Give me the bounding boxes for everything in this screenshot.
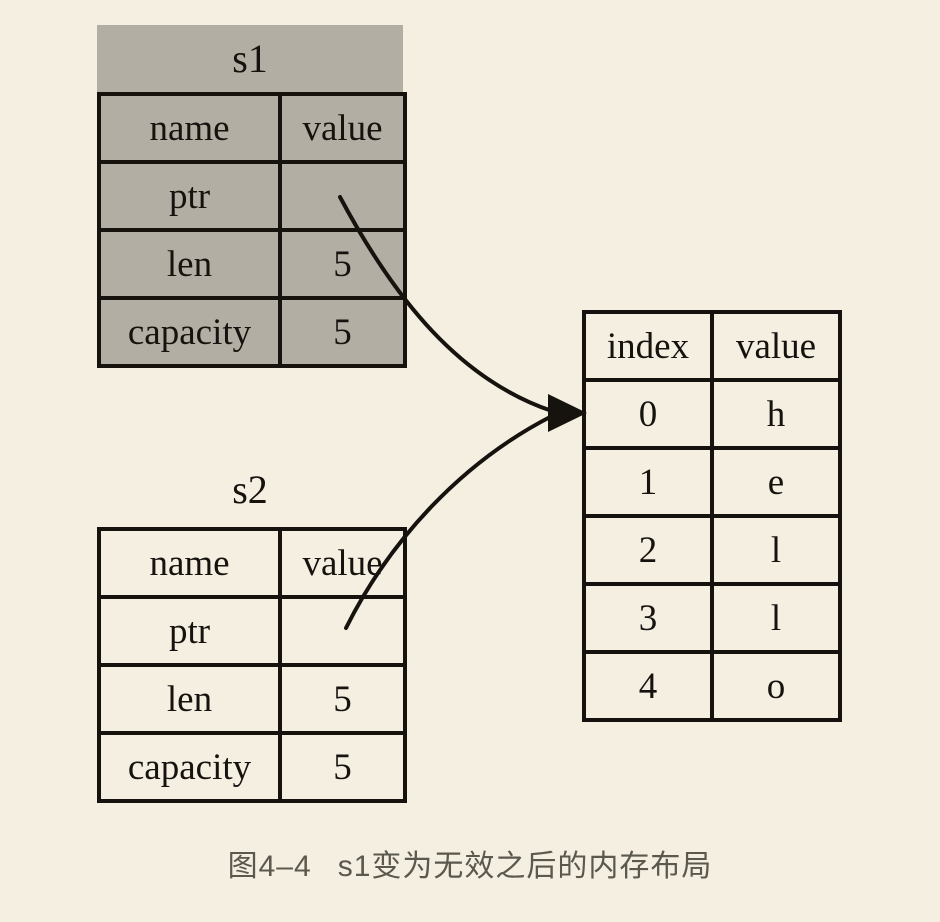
s1-table-title: s1 [97,25,403,92]
table-row: 3 l [582,582,842,654]
table-row: len 5 [97,228,407,300]
heap-value-4: o [710,650,842,722]
s2-capacity-name: capacity [97,731,282,803]
table-row: 4 o [582,650,842,722]
s1-stack-table: name value ptr len 5 capacity 5 [97,92,407,368]
s2-stack-table: name value ptr len 5 capacity 5 [97,527,407,803]
s1-ptr-value [278,160,407,232]
s1-len-value: 5 [278,228,407,300]
table-row: ptr [97,160,407,232]
figure-label: 图4–4 [227,850,312,883]
s2-ptr-value [278,595,407,667]
table-row: name value [97,92,407,164]
table-row: len 5 [97,663,407,735]
s1-header-name: name [97,92,282,164]
figure-title: s1变为无效之后的内存布局 [337,850,713,883]
heap-index-3: 3 [582,582,714,654]
table-row: 0 h [582,378,842,450]
s2-len-name: len [97,663,282,735]
heap-value-0: h [710,378,842,450]
heap-index-0: 0 [582,378,714,450]
table-row: capacity 5 [97,731,407,803]
s2-table-title: s2 [232,466,268,512]
s2-capacity-value: 5 [278,731,407,803]
table-row: 2 l [582,514,842,586]
table-row: ptr [97,595,407,667]
heap-value-1: e [710,446,842,518]
heap-header-value: value [710,310,842,382]
s1-capacity-value: 5 [278,296,407,368]
heap-index-4: 4 [582,650,714,722]
s1-len-name: len [97,228,282,300]
heap-value-3: l [710,582,842,654]
s1-ptr-name: ptr [97,160,282,232]
s2-header-value: value [278,527,407,599]
heap-index-1: 1 [582,446,714,518]
s2-len-value: 5 [278,663,407,735]
s2-header-name: name [97,527,282,599]
heap-index-2: 2 [582,514,714,586]
heap-header-index: index [582,310,714,382]
table-row: name value [97,527,407,599]
heap-value-2: l [710,514,842,586]
table-row: 1 e [582,446,842,518]
s2-ptr-name: ptr [97,595,282,667]
s1-header-value: value [278,92,407,164]
table-row: index value [582,310,842,382]
figure-caption: 图4–4 s1变为无效之后的内存布局 [0,841,940,885]
heap-table: index value 0 h 1 e 2 l 3 l 4 o [582,310,842,722]
s1-capacity-name: capacity [97,296,282,368]
table-row: capacity 5 [97,296,407,368]
